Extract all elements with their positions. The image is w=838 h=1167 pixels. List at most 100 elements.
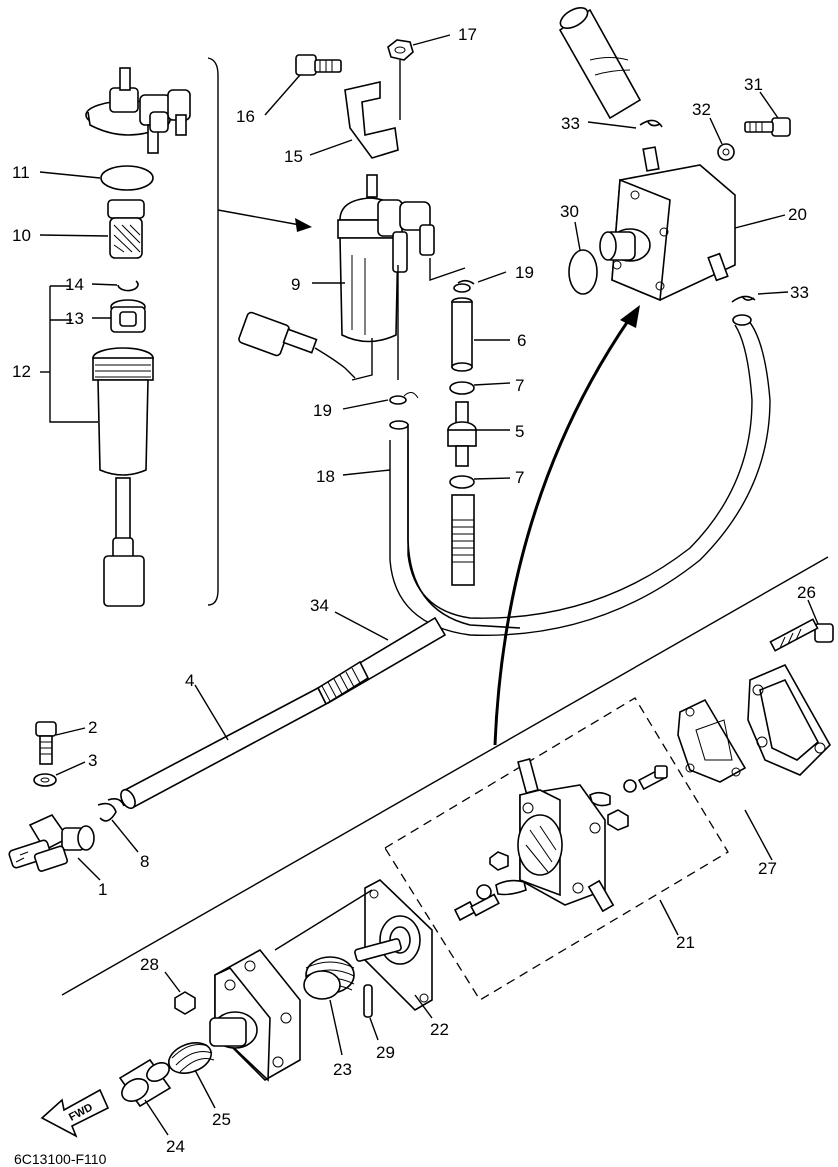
clamp-7a — [449, 381, 475, 395]
leader-19a — [477, 271, 507, 283]
label-8: 8 — [140, 852, 149, 871]
clip-8 — [97, 798, 125, 822]
leader-15 — [309, 139, 353, 156]
leader-14 — [91, 283, 118, 286]
clip-19b — [389, 395, 407, 405]
leader-25 — [194, 1069, 216, 1109]
leader-33b — [757, 291, 789, 295]
label-17: 17 — [458, 25, 477, 44]
leader-27 — [744, 809, 773, 861]
leader-22 — [414, 994, 433, 1019]
o-ring-11 — [100, 165, 154, 191]
diaphragm-22 — [354, 879, 433, 1012]
leader-31 — [759, 91, 779, 119]
label-33b: 33 — [790, 283, 809, 302]
leader-1 — [77, 857, 101, 881]
detail-bracket — [207, 57, 219, 606]
label-27: 27 — [758, 859, 777, 878]
label-22: 22 — [430, 1020, 449, 1039]
kit-valve — [495, 879, 527, 896]
corrugated-hose — [451, 494, 475, 586]
leader-24 — [144, 1099, 169, 1136]
leader-19b — [342, 399, 389, 410]
kit-washer — [476, 884, 492, 900]
bolt-31 — [744, 117, 791, 137]
leader-11 — [39, 171, 101, 179]
label-12: 12 — [12, 362, 31, 381]
connector-9 — [238, 311, 356, 379]
clip-33b — [731, 295, 756, 303]
clip-33a — [639, 119, 663, 128]
label-19b: 19 — [313, 401, 332, 420]
label-28: 28 — [140, 955, 159, 974]
label-19a: 19 — [515, 263, 534, 282]
clip-19a-ring — [453, 283, 471, 293]
fuel-pump-20 — [599, 146, 736, 302]
label-33a: 33 — [561, 114, 580, 133]
kit-washer-b — [623, 779, 637, 793]
kit-nut — [607, 809, 629, 831]
label-16: 16 — [236, 107, 255, 126]
o-ring-30 — [568, 249, 598, 295]
label-20: 20 — [788, 205, 807, 224]
nut-13 — [110, 299, 146, 333]
leader-3 — [55, 761, 86, 776]
fitting-1 — [8, 813, 95, 872]
leader-20 — [734, 214, 786, 229]
label-5: 5 — [515, 422, 524, 441]
kit-screw-head — [453, 900, 477, 922]
clip-14 — [117, 280, 139, 292]
hose-6 — [451, 297, 473, 372]
pump-inlet-hose-end — [559, 6, 589, 30]
cap-alignment-line — [274, 889, 373, 951]
assembly-arrow-head — [620, 305, 640, 328]
fuel-hose-inner — [407, 324, 753, 619]
filter-bowl-12 — [92, 347, 154, 607]
bolt-2 — [35, 721, 57, 765]
kit-21-box — [384, 697, 729, 1001]
leader-8 — [111, 819, 139, 853]
leader-10 — [39, 234, 109, 237]
leader-4 — [194, 684, 229, 741]
label-3: 3 — [88, 751, 97, 770]
label-15: 15 — [284, 147, 303, 166]
washer-32 — [717, 143, 735, 161]
kit-screw-b-head — [654, 765, 668, 779]
label-13: 13 — [65, 309, 84, 328]
label-31: 31 — [744, 75, 763, 94]
gasket-27 — [677, 698, 747, 783]
label-4: 4 — [185, 671, 194, 690]
filter-element-10 — [107, 199, 145, 259]
bracket-12 — [49, 285, 98, 423]
leader-30 — [574, 221, 581, 251]
leader-18 — [342, 469, 391, 476]
leader-32 — [709, 117, 723, 145]
label-7b: 7 — [515, 468, 524, 487]
label-6: 6 — [517, 331, 526, 350]
bracket-15 — [344, 80, 399, 159]
filter-head-part — [85, 67, 191, 154]
fwd-arrow-icon: FWD — [40, 1088, 110, 1138]
washer-3 — [33, 773, 57, 787]
divider-line — [61, 556, 829, 996]
spring-23 — [303, 956, 355, 1000]
leader-34 — [334, 611, 389, 641]
detail-arrow-line — [217, 209, 301, 226]
label-18: 18 — [316, 467, 335, 486]
drawing-code: 6C13100-F110 — [14, 1151, 107, 1167]
spring-25 — [167, 1042, 215, 1074]
clamp-7b — [449, 475, 475, 489]
label-1: 1 — [98, 880, 107, 899]
hose-18-end — [389, 420, 409, 430]
leader-23 — [329, 999, 343, 1056]
label-9: 9 — [291, 275, 300, 294]
clip-19b-tail — [403, 392, 419, 399]
kit-nut-b — [489, 851, 509, 871]
leader-28 — [164, 971, 181, 993]
nut-28 — [174, 991, 196, 1015]
cable-34 — [316, 616, 447, 706]
pump-cap — [209, 948, 301, 1082]
leader-7b — [473, 477, 511, 480]
leader-29 — [369, 1017, 379, 1041]
